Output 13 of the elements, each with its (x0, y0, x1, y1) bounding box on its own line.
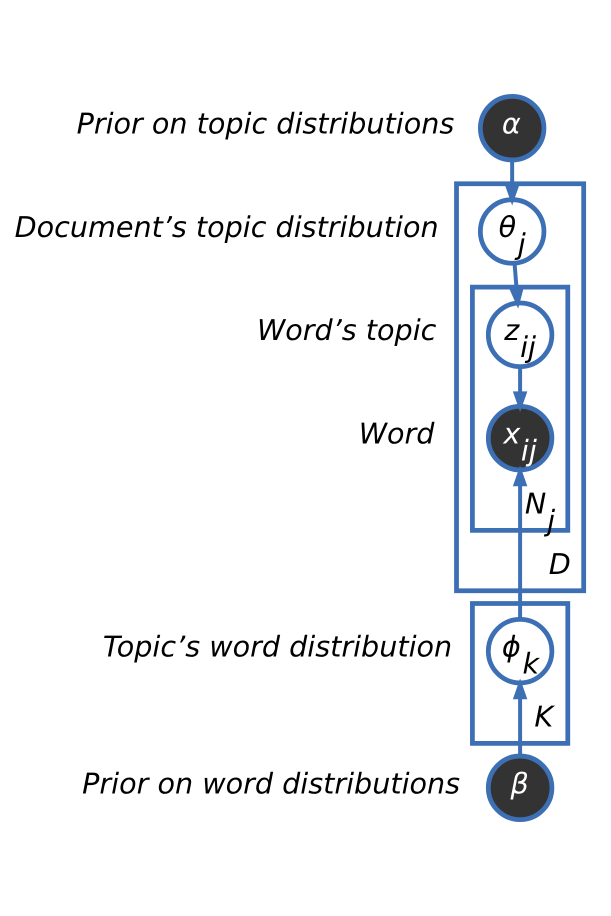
node-label: Topic’s word distribution (102, 630, 452, 664)
node-label: Document’s topic distribution (14, 210, 439, 244)
node-label: Word (358, 416, 434, 451)
node-label: Word’s topic (257, 313, 436, 348)
node-circle: β (486, 754, 554, 822)
arrow (512, 466, 528, 618)
arrow (512, 366, 528, 412)
node-circle: α (478, 94, 546, 162)
arrow (509, 264, 524, 309)
node-label: Prior on word distributions (82, 766, 460, 800)
node-label: Prior on topic distributions (76, 106, 454, 141)
arrow (504, 160, 520, 206)
arrow (512, 678, 528, 756)
